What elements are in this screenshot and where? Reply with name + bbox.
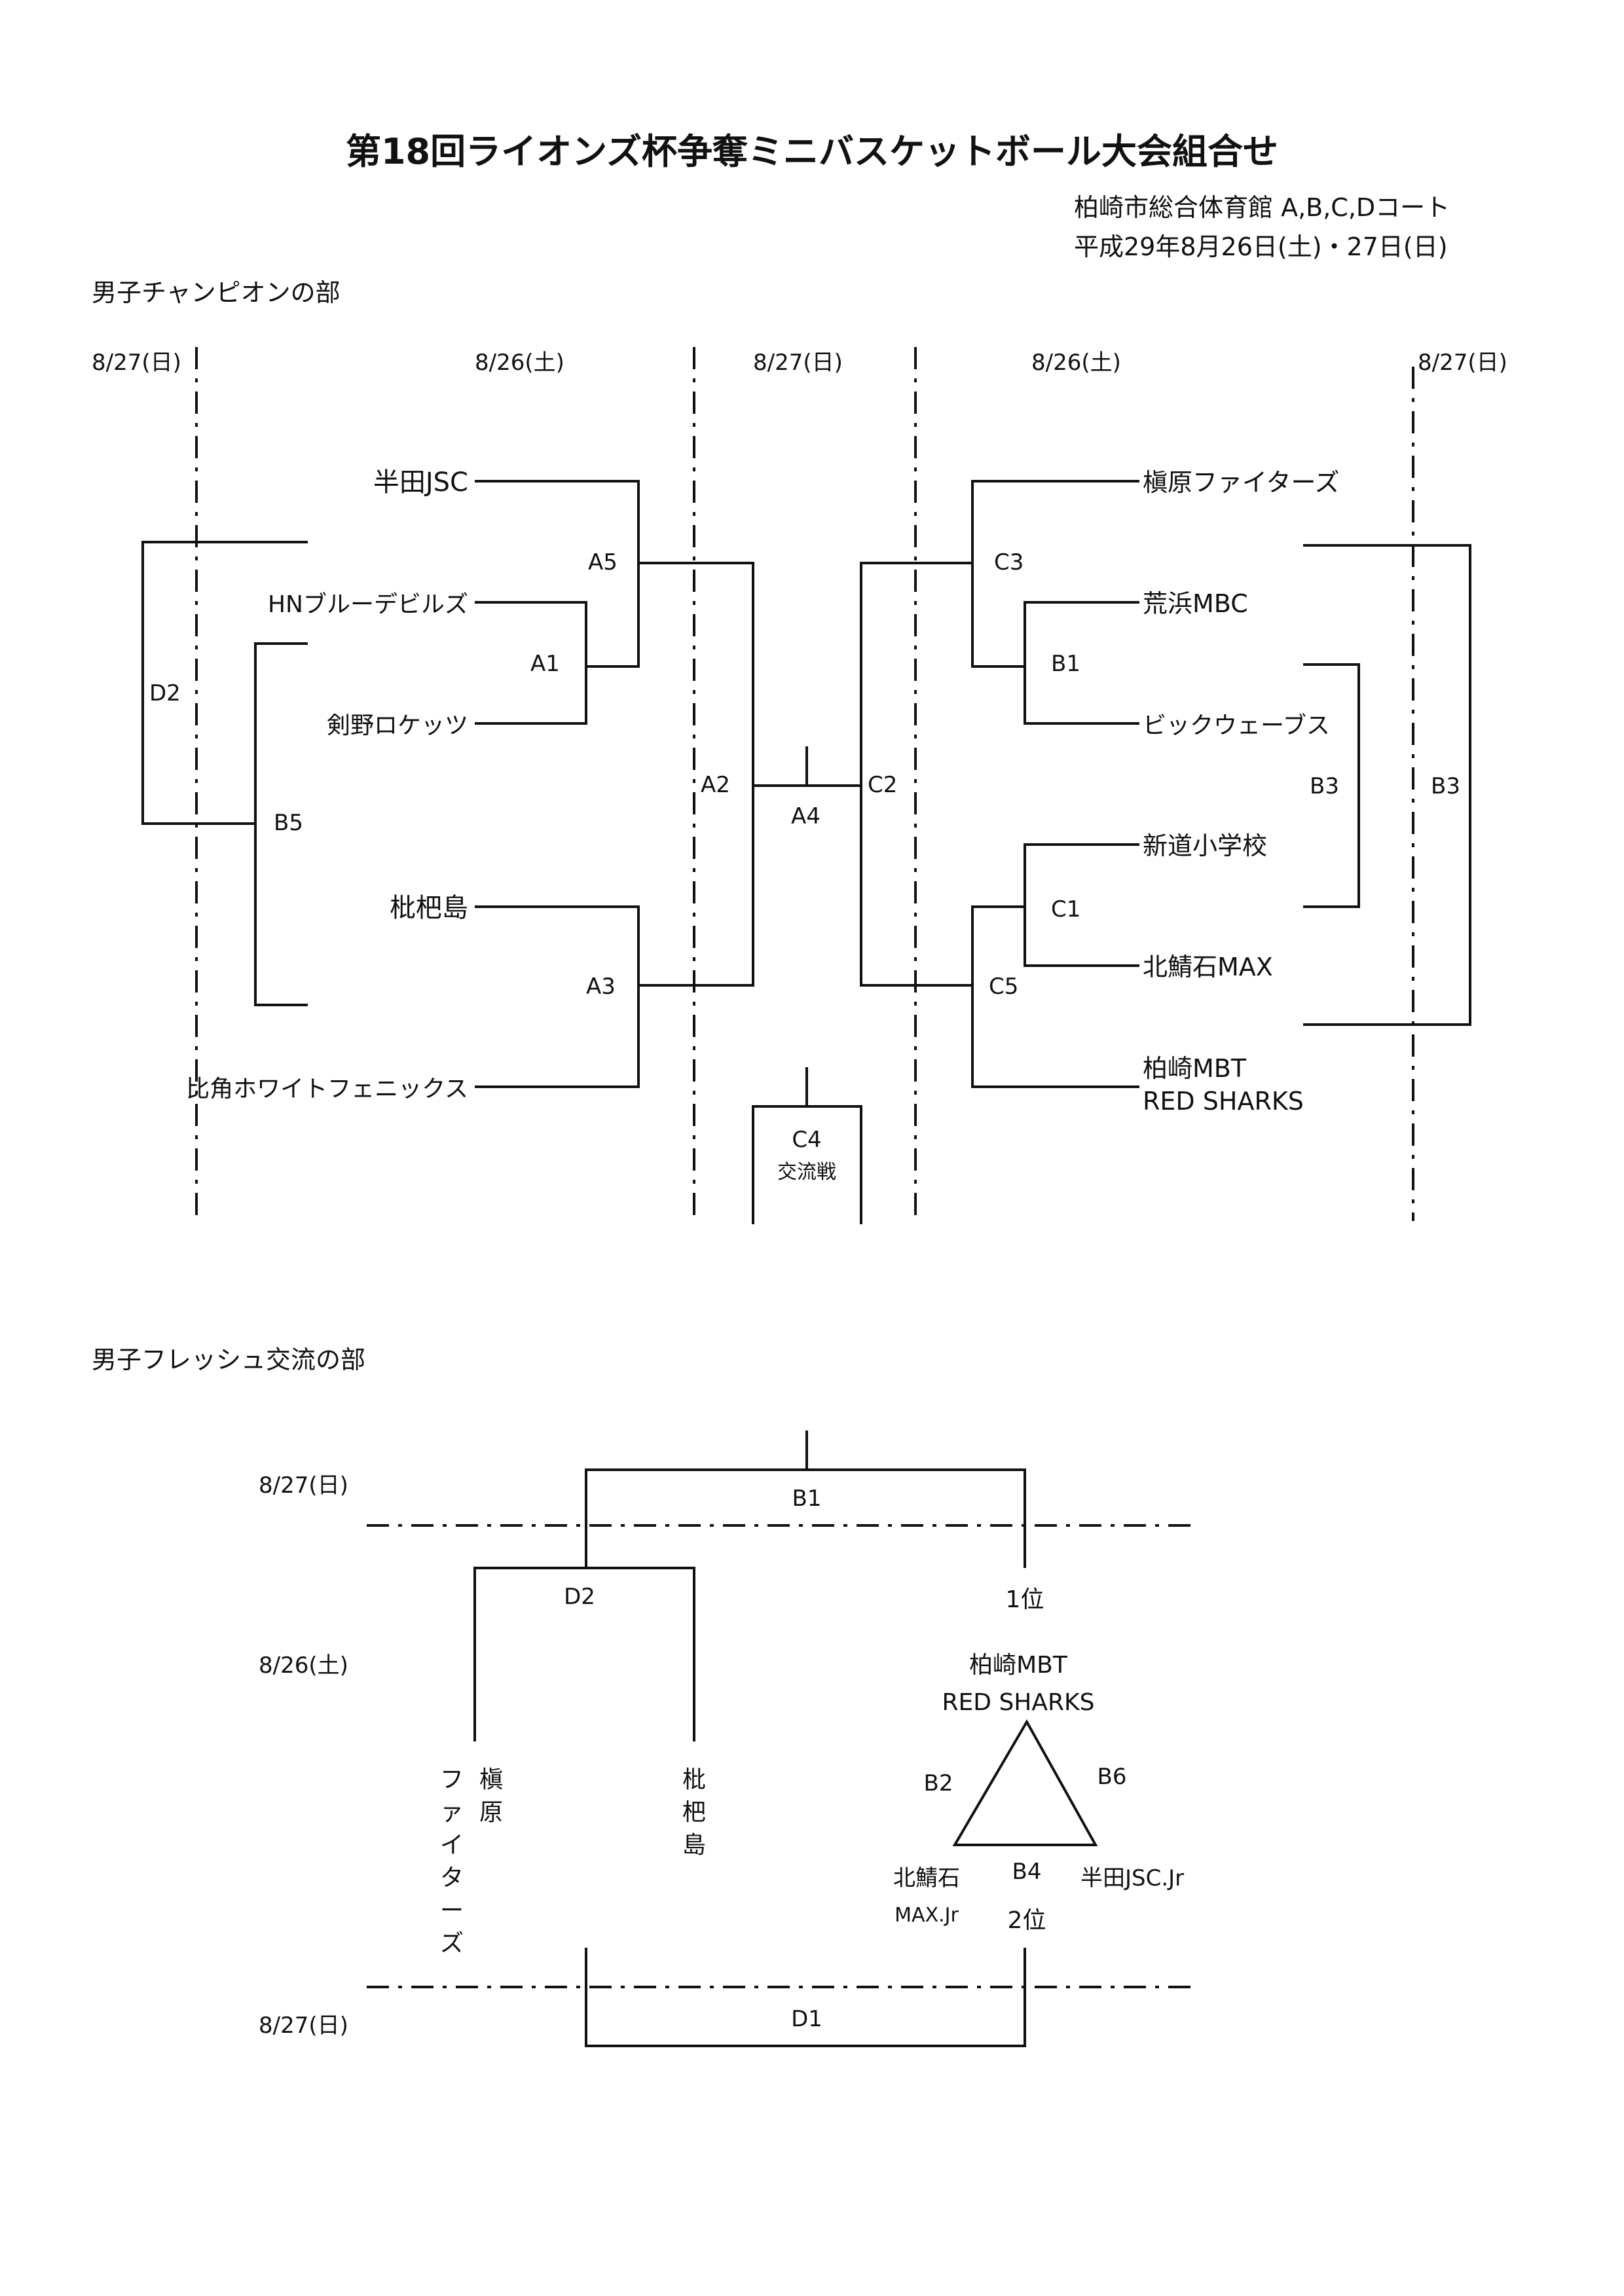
fresh-team-max-jr: MAX.Jr bbox=[895, 1904, 959, 1927]
fresh-game-d2: D2 bbox=[564, 1584, 595, 1610]
game-a3: A3 bbox=[586, 974, 616, 1000]
team-makihara-fighters: 槇原ファイターズ bbox=[1143, 468, 1340, 497]
game-c1: C1 bbox=[1051, 896, 1080, 922]
rank-first: 1位 bbox=[1006, 1586, 1044, 1613]
fresh-game-b1: B1 bbox=[792, 1485, 822, 1512]
fresh-team-biwajima-vertical: 枇 杷 島 bbox=[682, 1766, 706, 1859]
fresh-team-kashiwazaki-mbt: 柏崎MBT bbox=[969, 1652, 1068, 1679]
team-handa-jsc: 半田JSC bbox=[373, 467, 468, 498]
fresh-day-dividers bbox=[367, 1524, 1192, 1988]
team-kitasabaishi-max: 北鯖石MAX bbox=[1143, 953, 1273, 981]
champ-date-5: 8/27(日) bbox=[1418, 350, 1507, 376]
game-b3-outer: B3 bbox=[1431, 773, 1460, 799]
rank-second: 2位 bbox=[1008, 1907, 1046, 1934]
champ-date-2: 8/26(土) bbox=[475, 350, 564, 376]
game-b5: B5 bbox=[274, 810, 303, 836]
team-kashiwazaki-mbt: 柏崎MBT bbox=[1143, 1054, 1247, 1083]
fresh-team-kitasabaishi: 北鯖石 bbox=[893, 1865, 960, 1891]
fresh-game-b2: B2 bbox=[924, 1770, 953, 1796]
game-a2: A2 bbox=[701, 772, 730, 798]
champion-section-title: 男子チャンピオンの部 bbox=[92, 278, 341, 307]
game-b1: B1 bbox=[1051, 651, 1080, 677]
biwajima-char: 枇 bbox=[682, 1766, 706, 1793]
team-hikado-white-phoenix: 比角ホワイトフェニックス bbox=[186, 1076, 468, 1102]
page-title: 第18回ライオンズ杯争奪ミニバスケットボール大会組合せ bbox=[346, 131, 1278, 172]
game-d2: D2 bbox=[149, 680, 181, 706]
fresh-game-b6: B6 bbox=[1098, 1764, 1127, 1790]
game-a4: A4 bbox=[791, 803, 821, 829]
fresh-game-d1: D1 bbox=[791, 2006, 822, 2032]
champ-right-bracket-lines bbox=[807, 480, 1471, 1088]
biwajima-char: 島 bbox=[682, 1832, 706, 1859]
fighters-char: ァ bbox=[440, 1799, 464, 1826]
team-shindo-elementary: 新道小学校 bbox=[1143, 831, 1267, 860]
fighters-char: ズ bbox=[440, 1930, 464, 1957]
venue-text: 柏崎市総合体育館 A,B,C,Dコート bbox=[1074, 193, 1450, 222]
game-c4-note: 交流戦 bbox=[777, 1161, 836, 1184]
fresh-team-red-sharks: RED SHARKS bbox=[942, 1689, 1095, 1716]
champ-left-bracket-lines bbox=[141, 480, 862, 1224]
champ-date-1: 8/27(日) bbox=[92, 350, 181, 376]
fresh-date-top: 8/27(日) bbox=[259, 1472, 348, 1499]
fighters-char: イ bbox=[440, 1832, 464, 1859]
team-kenno-rockets: 剣野ロケッツ bbox=[327, 712, 468, 739]
game-a5: A5 bbox=[588, 549, 618, 575]
biwajima-char: 杷 bbox=[682, 1799, 706, 1826]
fresh-section-title: 男子フレッシュ交流の部 bbox=[92, 1345, 365, 1374]
fresh-team-makihara-vertical: 槇 原 フ ァ イ タ ー ズ bbox=[440, 1766, 503, 1957]
champ-game-labels: A5 A1 A3 A2 A4 C2 C3 B1 C1 C5 B3 B3 D2 B… bbox=[149, 549, 1460, 1184]
game-c5: C5 bbox=[989, 974, 1018, 1000]
fighters-char: タ bbox=[440, 1865, 464, 1891]
game-c2: C2 bbox=[868, 772, 897, 798]
makihara-char: 原 bbox=[479, 1799, 503, 1826]
team-red-sharks: RED SHARKS bbox=[1143, 1087, 1304, 1116]
champ-day-dividers bbox=[195, 347, 1414, 1221]
tournament-dates: 平成29年8月26日(土)・27日(日) bbox=[1074, 232, 1448, 261]
team-arahama-mbc: 荒浜MBC bbox=[1143, 589, 1248, 618]
champ-date-4: 8/26(土) bbox=[1031, 350, 1121, 376]
fresh-bracket-lines bbox=[473, 1430, 1098, 2047]
team-hn-blue-devils: HNブルーデビルズ bbox=[268, 591, 468, 618]
fighters-char: ー bbox=[440, 1897, 464, 1924]
fresh-game-b4: B4 bbox=[1012, 1859, 1042, 1885]
fresh-date-mid: 8/26(土) bbox=[259, 1652, 348, 1679]
game-c3: C3 bbox=[994, 549, 1024, 575]
champ-date-3: 8/27(日) bbox=[753, 350, 843, 376]
team-big-waves: ビックウェーブス bbox=[1143, 712, 1330, 739]
fresh-team-handa-jsc-jr: 半田JSC.Jr bbox=[1080, 1865, 1184, 1891]
makihara-char: 槇 bbox=[479, 1766, 503, 1793]
game-b3-inner: B3 bbox=[1310, 773, 1339, 799]
team-biwajima: 枇杷島 bbox=[390, 893, 468, 923]
fresh-date-bottom: 8/27(日) bbox=[259, 2013, 348, 2039]
game-c4: C4 bbox=[792, 1127, 821, 1153]
fresh-game-labels: B1 D2 D1 B2 B6 B4 bbox=[564, 1485, 1126, 2032]
fighters-char: フ bbox=[440, 1766, 464, 1793]
game-a1: A1 bbox=[530, 651, 560, 677]
